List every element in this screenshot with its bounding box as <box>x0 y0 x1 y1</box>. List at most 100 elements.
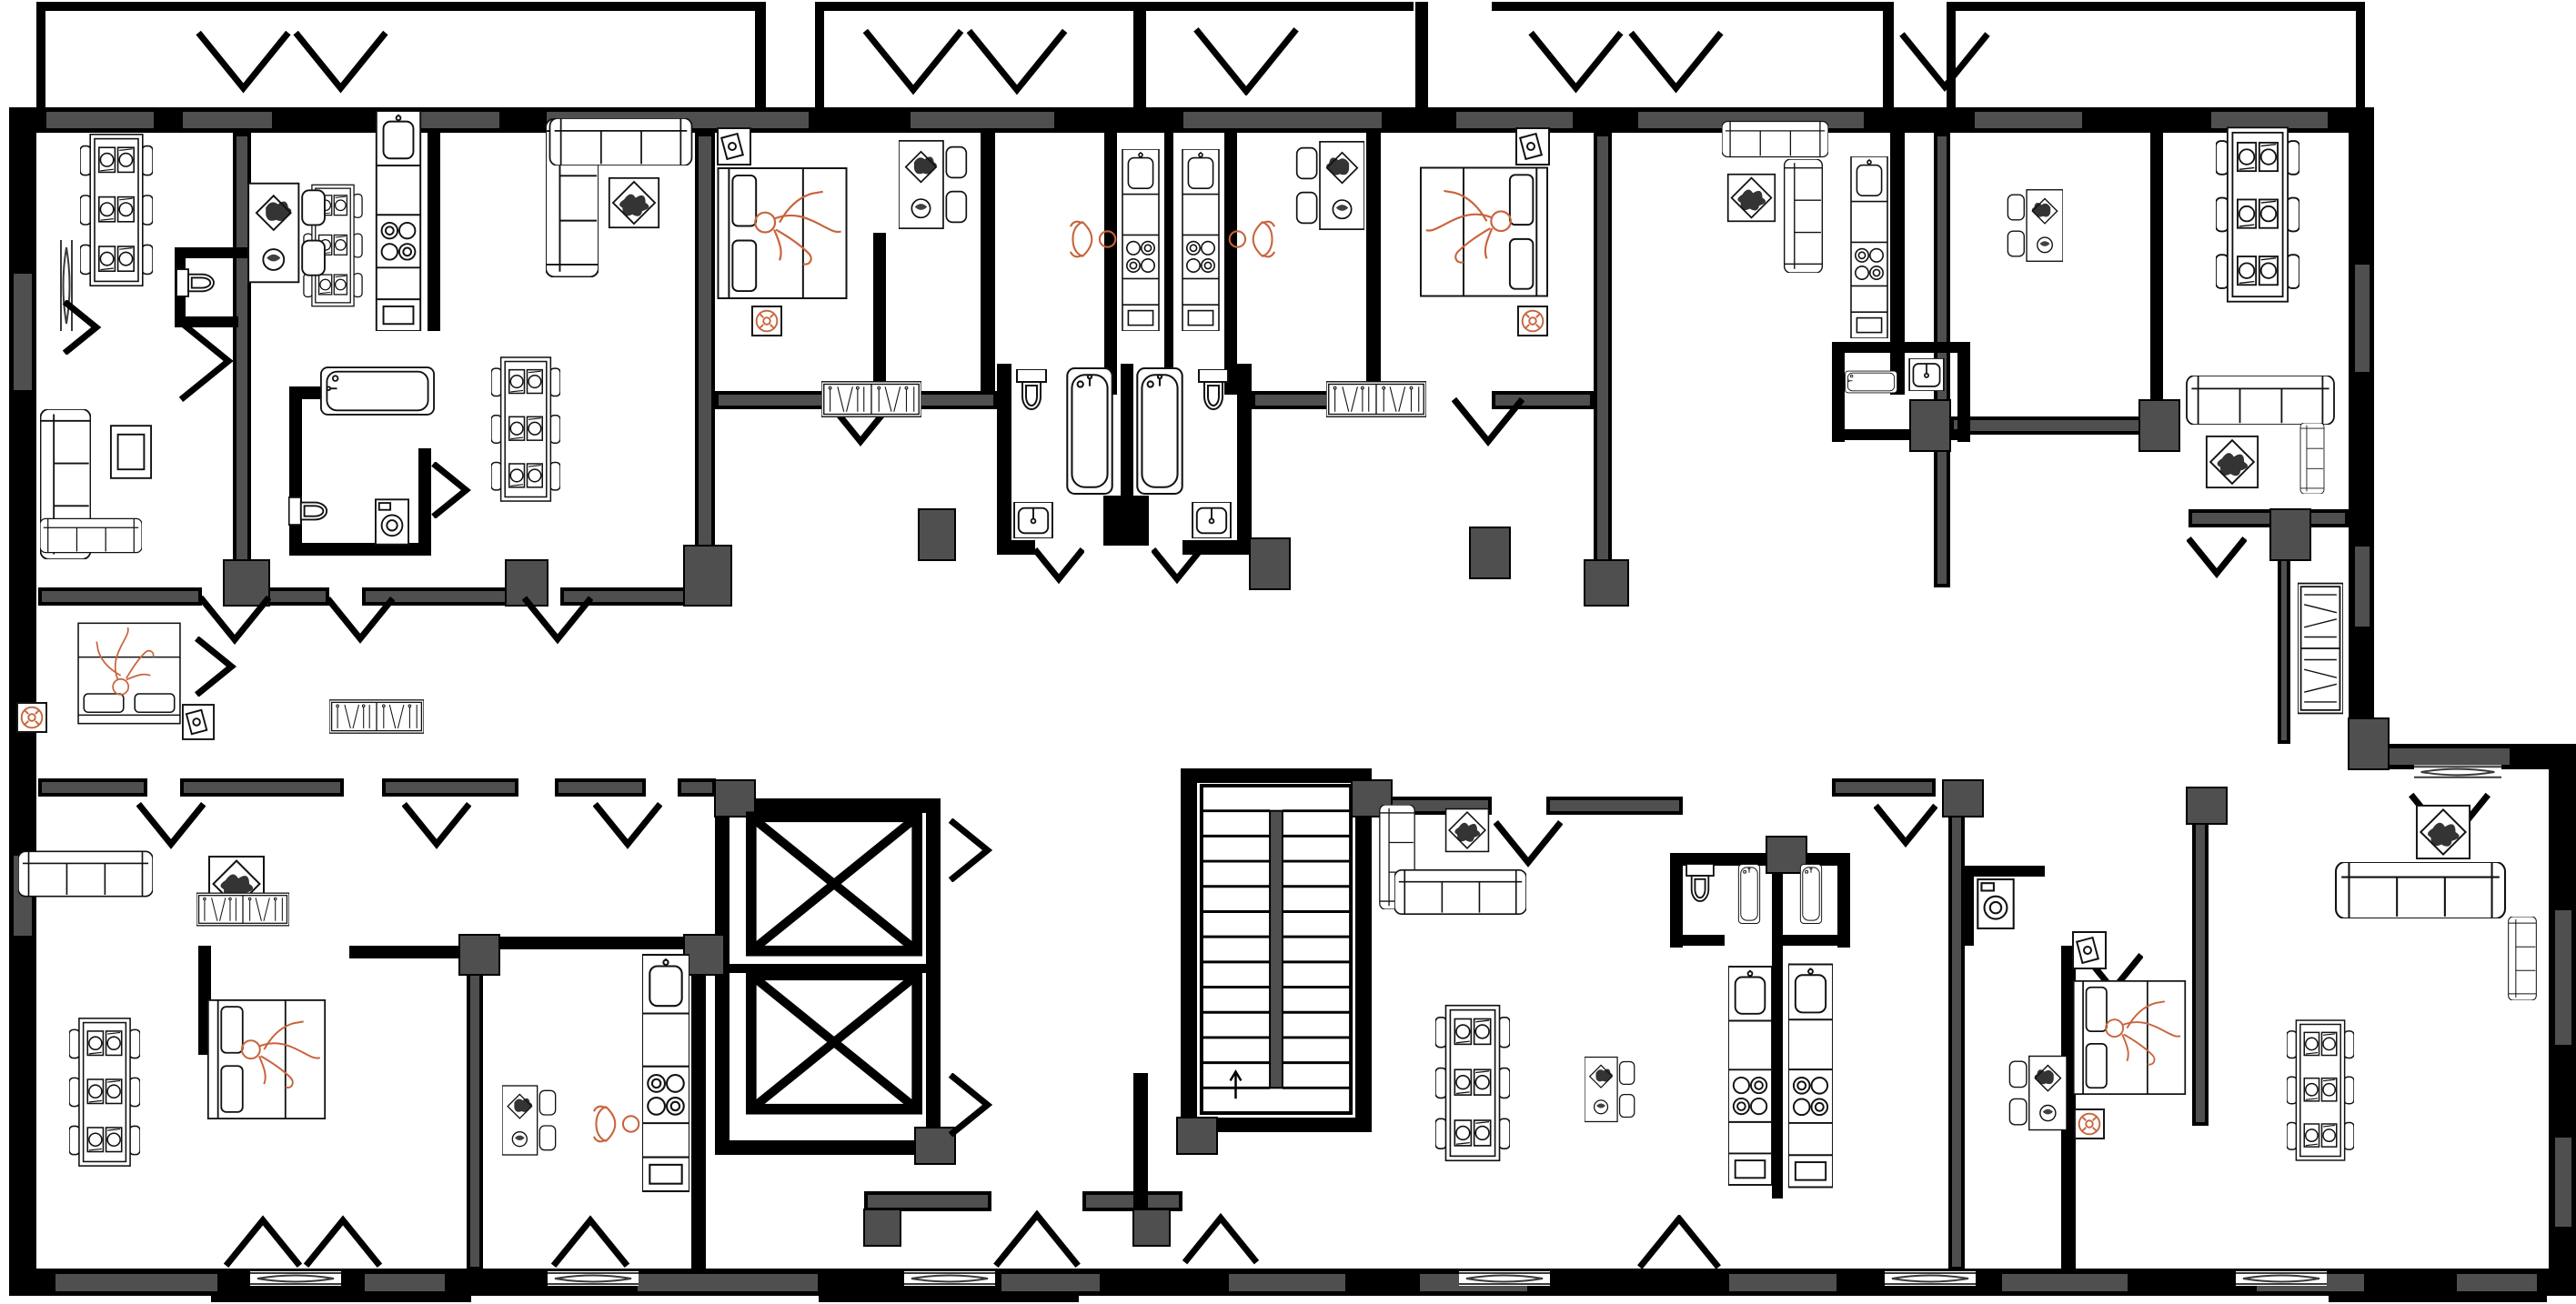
washer <box>1976 878 2016 929</box>
wall-core <box>564 591 711 602</box>
wall <box>1182 540 1252 555</box>
pier <box>636 1272 820 1293</box>
pier <box>45 110 156 130</box>
wall <box>1181 768 1197 1132</box>
wall <box>1103 496 1149 546</box>
tubh <box>320 366 435 416</box>
stairs <box>1199 784 1353 1115</box>
wall <box>1670 935 1725 946</box>
wall <box>728 964 928 973</box>
pier <box>1973 110 2084 130</box>
pier <box>54 1272 219 1293</box>
pier <box>223 559 270 607</box>
kitchen <box>1182 149 1220 331</box>
fanbox <box>2074 1108 2105 1139</box>
door-swing <box>1035 549 1083 578</box>
wall <box>1890 133 1905 395</box>
dining6 <box>1435 1004 1510 1162</box>
wall-core <box>2192 513 2345 524</box>
door-swing <box>1495 822 1560 862</box>
wall-core <box>470 949 479 1267</box>
wardrobeh <box>329 698 424 735</box>
kitchen <box>1728 965 1772 1187</box>
window <box>248 1271 343 1286</box>
pier <box>1942 779 1984 818</box>
wall <box>873 233 886 391</box>
door-swing <box>1531 33 1621 88</box>
wall <box>1121 364 1133 497</box>
pier <box>714 779 756 818</box>
wall <box>1670 853 1683 948</box>
bed <box>76 622 182 725</box>
door-swing <box>181 323 228 400</box>
wall <box>1832 342 1970 353</box>
planttable <box>1444 807 1490 853</box>
door-swing <box>226 1220 300 1266</box>
pier <box>863 1209 901 1247</box>
tubv <box>1737 864 1761 924</box>
pier <box>458 934 500 976</box>
wall <box>926 798 941 1155</box>
pier <box>1727 1272 1838 1293</box>
wall <box>1355 768 1372 1132</box>
window <box>1883 1271 1977 1286</box>
pier <box>909 110 1056 130</box>
planttable <box>2205 435 2259 489</box>
toilet <box>1685 864 1715 902</box>
wall-core <box>1952 802 1961 1267</box>
sofah <box>1722 120 1828 158</box>
pier <box>181 110 274 130</box>
wall <box>1237 364 1252 555</box>
wall-core <box>42 591 198 602</box>
tubh <box>1845 370 1897 394</box>
door-swing <box>1196 29 1296 91</box>
sofah <box>1394 868 1526 916</box>
piers-layer <box>12 110 2573 1293</box>
door-swing <box>951 1075 988 1135</box>
wall <box>1366 133 1381 395</box>
pier <box>2209 110 2329 130</box>
tubv <box>1066 367 1113 495</box>
wall-core <box>1550 800 1679 811</box>
door-swing <box>951 820 988 880</box>
nightstand <box>717 127 751 166</box>
planttable <box>1726 173 1776 223</box>
pier <box>914 1127 956 1165</box>
table2 <box>2008 1055 2067 1131</box>
planttable <box>608 176 660 229</box>
wall-core <box>2281 513 2287 740</box>
fanbox <box>751 306 782 336</box>
sofah <box>2186 376 2335 425</box>
toilet <box>1198 369 1229 410</box>
wall <box>1224 133 1237 395</box>
wall-core <box>1086 1195 1179 1208</box>
wall-core <box>558 782 642 793</box>
wall <box>428 133 440 331</box>
wall-core <box>1597 136 1608 584</box>
pier <box>683 545 732 607</box>
pier <box>1584 559 1629 607</box>
door-swing <box>1185 1218 1257 1262</box>
toilet <box>1016 369 1047 410</box>
pier <box>2186 787 2228 825</box>
door-swing <box>865 31 961 90</box>
kitchen <box>642 953 689 1193</box>
door-swing <box>996 1215 1078 1266</box>
wall-core <box>1836 782 1932 793</box>
wall <box>1837 853 1850 948</box>
wall <box>2356 2 2365 107</box>
door-swing <box>1153 549 1202 578</box>
wall <box>175 316 238 327</box>
wall <box>1181 1118 1372 1132</box>
dining6 <box>2216 126 2299 303</box>
wall-core <box>42 782 144 793</box>
planttable <box>2415 804 2471 860</box>
wall <box>1133 1073 1148 1209</box>
pier <box>2353 545 2371 628</box>
pier <box>1454 110 1575 130</box>
window <box>546 1271 640 1286</box>
tubv <box>1136 367 1183 495</box>
door-swing <box>198 33 288 88</box>
sofav <box>2507 917 2538 1000</box>
wall <box>349 946 468 958</box>
